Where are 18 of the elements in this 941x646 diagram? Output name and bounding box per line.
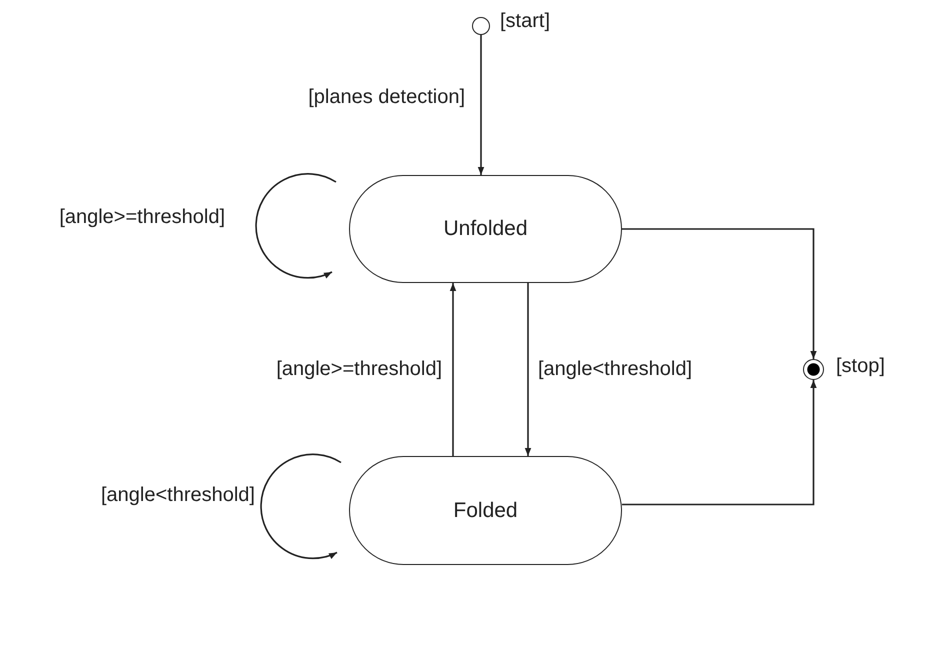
edge-label: [angle<threshold] [538,358,692,381]
transition-arrow [524,283,532,456]
initial-state-circle [472,17,490,35]
self-loop-arrow [255,173,336,279]
state-label: [start] [500,10,550,33]
edge-label: [angle>=threshold] [276,358,442,381]
state-name: Unfolded [443,217,528,241]
state-label: [stop] [836,355,885,378]
edge-label: [planes detection] [308,86,465,109]
edge-label: [angle<threshold] [100,484,255,507]
transition-arrow [450,283,456,456]
edge-label: [angle>=threshold] [59,206,225,229]
self-loop-arrow [260,454,342,560]
transition-arrow [622,228,817,359]
transition-arrow [478,35,484,175]
state-name: Folded [453,498,518,522]
final-state-circle [803,359,824,380]
transition-arrow [622,380,817,506]
